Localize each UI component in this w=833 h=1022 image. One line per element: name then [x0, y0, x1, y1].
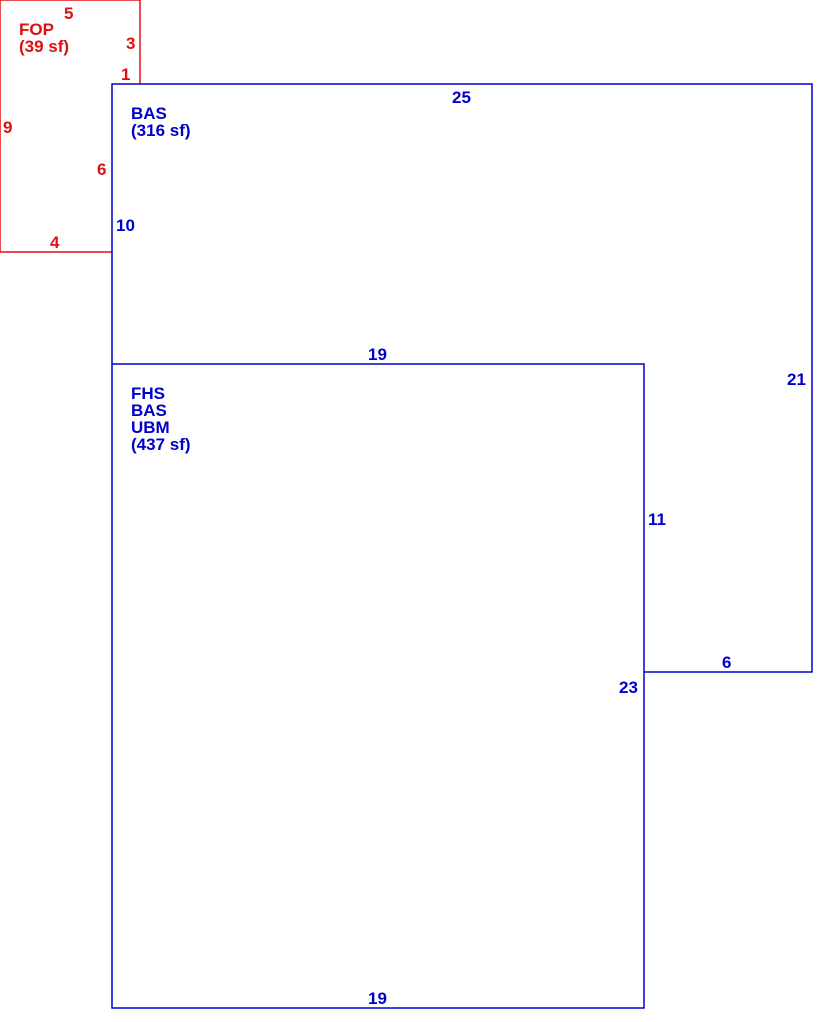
lower-code-1: FHS — [131, 384, 165, 403]
lower-dim-right: 23 — [619, 678, 638, 697]
fop-area: (39 sf) — [19, 37, 70, 56]
fop-dim-bottom: 4 — [50, 233, 60, 252]
bas-dim-top: 25 — [452, 88, 471, 107]
fop-dim-top: 5 — [64, 4, 74, 23]
bas-dim-left: 10 — [116, 216, 135, 235]
bas-dim-notch-bottom: 6 — [722, 653, 732, 672]
lower-section-outline — [111, 363, 645, 1009]
lower-dim-bottom: 19 — [368, 989, 387, 1008]
bas-upper-outline — [111, 83, 813, 673]
fop-dim-step: 1 — [121, 65, 131, 84]
fop-dim-right-upper: 3 — [126, 34, 136, 53]
bas-upper-area-label: BAS (316 sf) — [131, 105, 191, 139]
lower-area-label: FHS BAS UBM (437 sf) — [131, 385, 191, 453]
lower-code-3: UBM — [131, 418, 170, 437]
fop-dim-right-lower: 6 — [97, 160, 107, 179]
lower-area: (437 sf) — [131, 435, 191, 454]
bas-upper-code: BAS — [131, 104, 167, 123]
fop-outline — [0, 0, 141, 253]
bas-dim-notch-side: 11 — [648, 510, 666, 529]
fop-code: FOP — [19, 20, 54, 39]
bas-upper-area: (316 sf) — [131, 121, 191, 140]
fop-dim-left: 9 — [3, 118, 13, 137]
fop-area-label: FOP (39 sf) — [19, 21, 69, 55]
bas-dim-inner-bottom: 19 — [368, 345, 387, 364]
lower-code-2: BAS — [131, 401, 167, 420]
bas-dim-right: 21 — [787, 370, 806, 389]
